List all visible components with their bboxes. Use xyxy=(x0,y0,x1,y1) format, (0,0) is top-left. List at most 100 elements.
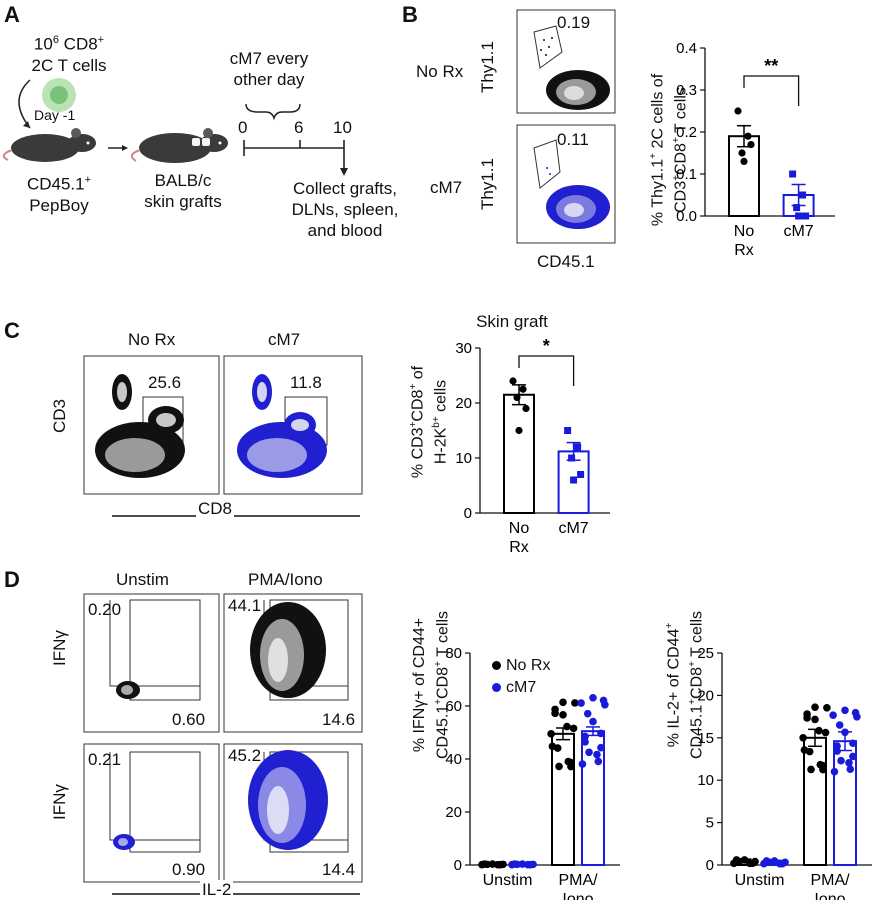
chart-d1-data-point xyxy=(583,709,592,718)
panel-a-label: A xyxy=(4,2,20,27)
chart-c-ytick-label: 0 xyxy=(464,505,472,522)
recipient-strain: BALB/c xyxy=(154,171,212,190)
collect-line1: Collect grafts, xyxy=(293,179,397,198)
chart-d2-data-point xyxy=(819,761,827,770)
chart-d1-data-point xyxy=(567,762,575,771)
chart-d1-ytick-label: 20 xyxy=(445,804,462,821)
chart-d1-data-point xyxy=(594,757,603,766)
chart-d1-bar xyxy=(510,863,535,867)
cells-line2: 2C T cells xyxy=(31,55,107,75)
chart-d2-ytick-label: 5 xyxy=(706,815,714,832)
row-label-cm7: cM7 xyxy=(430,178,463,197)
chart-d1-data-point xyxy=(526,860,535,869)
timeline-tick-6: 6 xyxy=(294,118,304,137)
chart-d2-data-point xyxy=(829,711,837,719)
chart-d1-data-point xyxy=(581,732,589,741)
cell-nucleus-icon xyxy=(50,86,68,104)
chart-b-data-point xyxy=(744,132,752,140)
chart-c-data-point xyxy=(513,393,521,402)
chart-c-data-point xyxy=(515,426,523,435)
chart-d2-ylabel-l1: % IL-2+ of CD44 xyxy=(665,628,683,748)
donor-strain: CD45.1 xyxy=(26,174,85,194)
chart-d2-data-point xyxy=(803,714,811,722)
chart-d2-data-point xyxy=(841,728,849,737)
chart-c-title: Skin graft xyxy=(476,312,548,331)
chart-c-ytick-label: 30 xyxy=(455,340,472,357)
collect-line3: and blood xyxy=(307,221,383,240)
flow-d-title-unstim: Unstim xyxy=(116,570,169,589)
chart-b-ylabel-l1b: 2C cells of xyxy=(649,73,667,153)
chart-b-data-point xyxy=(789,170,797,178)
chart-d1-data-point xyxy=(569,724,578,733)
chart-c-ytick-label: 10 xyxy=(455,450,472,467)
gate-value-c-cm7: 11.8 xyxy=(290,373,322,392)
chart-d2-data-point xyxy=(833,747,841,755)
day-label: Day -1 xyxy=(34,107,76,123)
chart-d2-data-point xyxy=(765,858,774,867)
chart-c-ytick-label: 20 xyxy=(455,395,472,412)
chart-d2-data-point xyxy=(745,859,754,868)
gate-value-c-norx: 25.6 xyxy=(148,373,182,392)
chart-b-significance-label: ** xyxy=(764,56,778,76)
legend-item-norx: No Rx xyxy=(492,655,550,677)
chart-d1-bar xyxy=(551,732,575,867)
chart-b-data-point xyxy=(802,212,810,220)
chart-d1-ylabel-l2: CD45.1 xyxy=(434,704,452,760)
chart-d1-category-label: PMA/ xyxy=(558,872,598,889)
chart-c-bar xyxy=(503,393,535,514)
chart-d1-data-point xyxy=(585,748,593,757)
chart-c-significance-label: * xyxy=(543,336,550,356)
chart-b-data-point xyxy=(795,212,803,220)
chart-d1-data-point xyxy=(513,860,522,869)
chart-b-category-label: No xyxy=(734,223,755,240)
flow-xlabel-cd451: CD45.1 xyxy=(537,252,595,271)
chart-d-legend: No Rx cM7 xyxy=(492,655,550,699)
chart-b-data-point xyxy=(738,149,746,157)
gate-d-pma-br-2: 14.4 xyxy=(322,860,356,879)
chart-d2-data-point xyxy=(841,706,849,715)
chart-d2-data-point xyxy=(823,703,831,712)
chart-d2-data-point xyxy=(760,859,768,868)
gate-d-pma-tl-2: 45.2 xyxy=(228,746,262,765)
flow-d-xlabel-il2: IL-2 xyxy=(200,880,234,900)
flow-c-ylabel-cd3: CD3 xyxy=(50,398,69,433)
chart-d2-ytick-label: 0 xyxy=(706,857,714,874)
chart-b-bar xyxy=(728,135,760,217)
chart-d2-ylabel-l2c: T cells xyxy=(688,610,706,662)
chart-b-bar xyxy=(782,194,815,217)
donor-name: PepBoy xyxy=(29,195,89,215)
chart-d1-data-point xyxy=(547,730,555,738)
flow-c-title-norx: No Rx xyxy=(128,330,176,349)
chart-b-ylabel-sup: + xyxy=(648,153,659,159)
chart-c-category-label: cM7 xyxy=(558,520,588,537)
chart-d2-data-point xyxy=(833,742,841,750)
gate-d-unstim-br-2: 0.90 xyxy=(172,860,206,879)
flow-c-xlabel-cd8: CD8 xyxy=(196,499,235,519)
gate-d-unstim-tl-2: 0.21 xyxy=(88,750,122,769)
chart-d2-data-point xyxy=(778,859,787,868)
chart-c-data-point xyxy=(574,443,582,451)
chart-d1-data-point xyxy=(559,711,567,719)
chart-d1-data-point xyxy=(597,729,605,738)
chart-c-data-point xyxy=(577,471,585,478)
chart-c-bar xyxy=(557,450,590,514)
chart-d1-data-point xyxy=(478,860,486,869)
chart-c-ylabel-l1c: of xyxy=(409,365,427,384)
flow-d-ylabel-top: IFNγ xyxy=(50,630,69,666)
chart-d2-data-point xyxy=(821,728,830,737)
chart-c-ylabel-l2b: cells xyxy=(432,379,450,417)
chart-d1-data-point xyxy=(480,860,489,868)
chart-c-category-label: Rx xyxy=(509,539,529,556)
chart-d2-data-point xyxy=(740,856,749,864)
chart-d1-data-point xyxy=(589,693,597,702)
chart-b-data-point xyxy=(740,157,748,165)
chart-d1-data-point xyxy=(510,860,519,868)
treatment-line1: cM7 every xyxy=(229,49,309,68)
chart-b-category-label: Rx xyxy=(734,242,754,259)
chart-d2-data-point xyxy=(748,859,757,868)
chart-d2-data-point xyxy=(853,712,861,721)
chart-d1-data-point xyxy=(499,860,507,869)
chart-d2-ylabel-l2: CD45.1 xyxy=(688,704,706,760)
chart-d1-data-point xyxy=(589,717,597,726)
timeline xyxy=(243,140,345,170)
